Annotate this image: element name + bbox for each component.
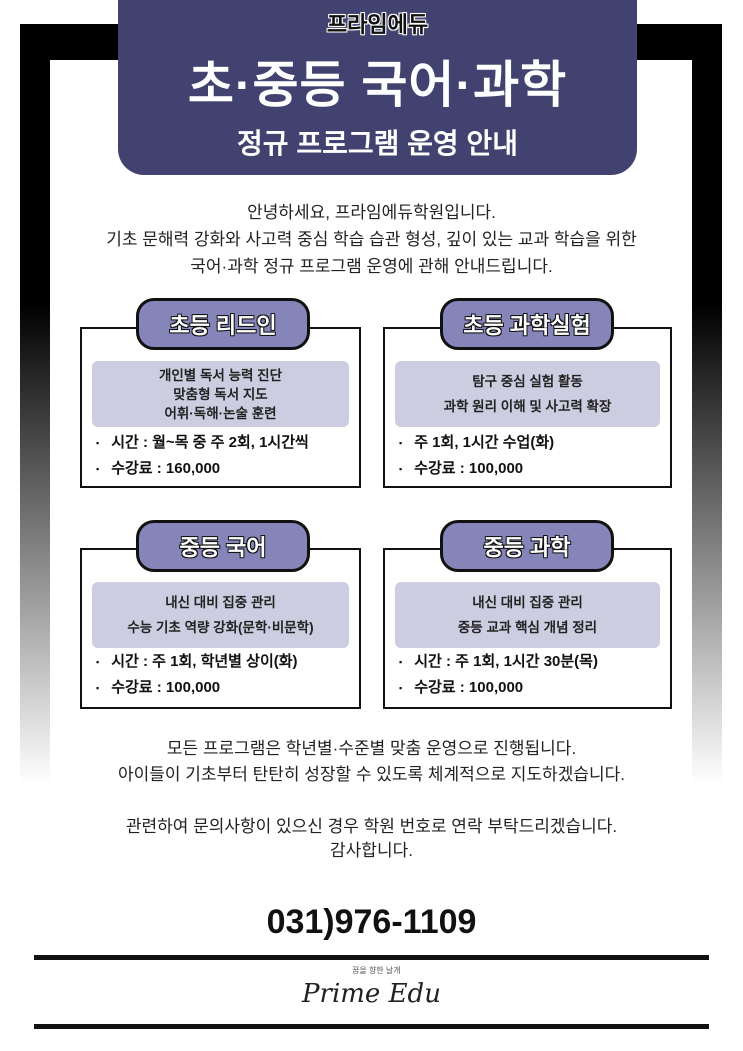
fee-bullet: 수강료 : 100,000 xyxy=(96,678,220,698)
brand-name: 프라임에듀 xyxy=(326,12,429,37)
program-card-middle-korean: 내신 대비 집중 관리 수능 기초 역량 강화(문학·비문학) 시간 : 주 1… xyxy=(80,548,361,709)
program-title-tab: 중등 국어 xyxy=(136,520,310,572)
fee-bullet: 수강료 : 100,000 xyxy=(399,678,523,698)
page-subtitle: 정규 프로그램 운영 안내 xyxy=(237,128,518,159)
schedule-bullet: 주 1회, 1시간 수업(화) xyxy=(399,433,554,453)
program-description: 내신 대비 집중 관리 중등 교과 핵심 개념 정리 xyxy=(395,582,660,648)
desc-line: 맞춤형 독서 지도 xyxy=(173,386,268,402)
desc-line: 어휘·독해·논술 훈련 xyxy=(164,405,277,421)
intro-line: 국어·과학 정규 프로그램 운영에 관해 안내드립니다. xyxy=(190,257,553,276)
program-description: 개인별 독서 능력 진단 맞춤형 독서 지도 어휘·독해·논술 훈련 xyxy=(92,361,349,427)
program-title-tab: 초등 리드인 xyxy=(136,298,310,350)
page-title: 초·중등 국어·과학 xyxy=(187,57,568,113)
intro-line: 기초 문해력 강화와 사고력 중심 학습 습관 형성, 깊이 있는 교과 학습을… xyxy=(106,230,637,249)
desc-line: 내신 대비 집중 관리 xyxy=(472,595,583,610)
desc-line: 수능 기초 역량 강화(문학·비문학) xyxy=(127,620,314,635)
desc-line: 과학 원리 이해 및 사고력 확장 xyxy=(443,399,612,414)
program-title-tab: 초등 과학실험 xyxy=(440,298,614,350)
desc-line: 중등 교과 핵심 개념 정리 xyxy=(457,620,598,635)
phone-number: 031)976-1109 xyxy=(266,903,477,941)
closing-line: 감사합니다. xyxy=(330,841,413,860)
schedule-bullet: 시간 : 월~목 중 주 2회, 1시간씩 xyxy=(96,433,309,453)
intro-line: 안녕하세요, 프라임에듀학원입니다. xyxy=(247,203,496,222)
desc-line: 개인별 독서 능력 진단 xyxy=(158,367,283,383)
fee-bullet: 수강료 : 100,000 xyxy=(399,459,523,479)
schedule-bullet: 시간 : 주 1회, 학년별 상이(화) xyxy=(96,652,297,672)
desc-line: 내신 대비 집중 관리 xyxy=(165,595,276,610)
schedule-bullet: 시간 : 주 1회, 1시간 30분(목) xyxy=(399,652,598,672)
program-description: 탐구 중심 실험 활동 과학 원리 이해 및 사고력 확장 xyxy=(395,361,660,427)
closing-line: 관련하여 문의사항이 있으신 경우 학원 번호로 연락 부탁드리겠습니다. xyxy=(125,817,618,836)
closing-line: 아이들이 기초부터 탄탄히 성장할 수 있도록 체계적으로 지도하겠습니다. xyxy=(118,765,625,784)
program-title-tab: 중등 과학 xyxy=(440,520,614,572)
header-banner: 프라임에듀 초·중등 국어·과학 정규 프로그램 운영 안내 xyxy=(118,0,637,175)
closing-line: 모든 프로그램은 학년별·수준별 맞춤 운영으로 진행됩니다. xyxy=(166,739,577,758)
program-card-middle-science: 내신 대비 집중 관리 중등 교과 핵심 개념 정리 시간 : 주 1회, 1시… xyxy=(383,548,672,709)
program-description: 내신 대비 집중 관리 수능 기초 역량 강화(문학·비문학) xyxy=(92,582,349,648)
desc-line: 탐구 중심 실험 활동 xyxy=(472,374,583,389)
fee-bullet: 수강료 : 160,000 xyxy=(96,459,220,479)
divider xyxy=(34,955,709,960)
program-card-elementary-science: 탐구 중심 실험 활동 과학 원리 이해 및 사고력 확장 주 1회, 1시간 … xyxy=(383,327,672,488)
logo-tagline: 꿈을 향한 날개 xyxy=(352,966,401,975)
logo: Prime Edu xyxy=(302,979,441,1009)
divider xyxy=(34,1024,709,1029)
program-card-elementary-reading: 개인별 독서 능력 진단 맞춤형 독서 지도 어휘·독해·논술 훈련 시간 : … xyxy=(80,327,361,488)
